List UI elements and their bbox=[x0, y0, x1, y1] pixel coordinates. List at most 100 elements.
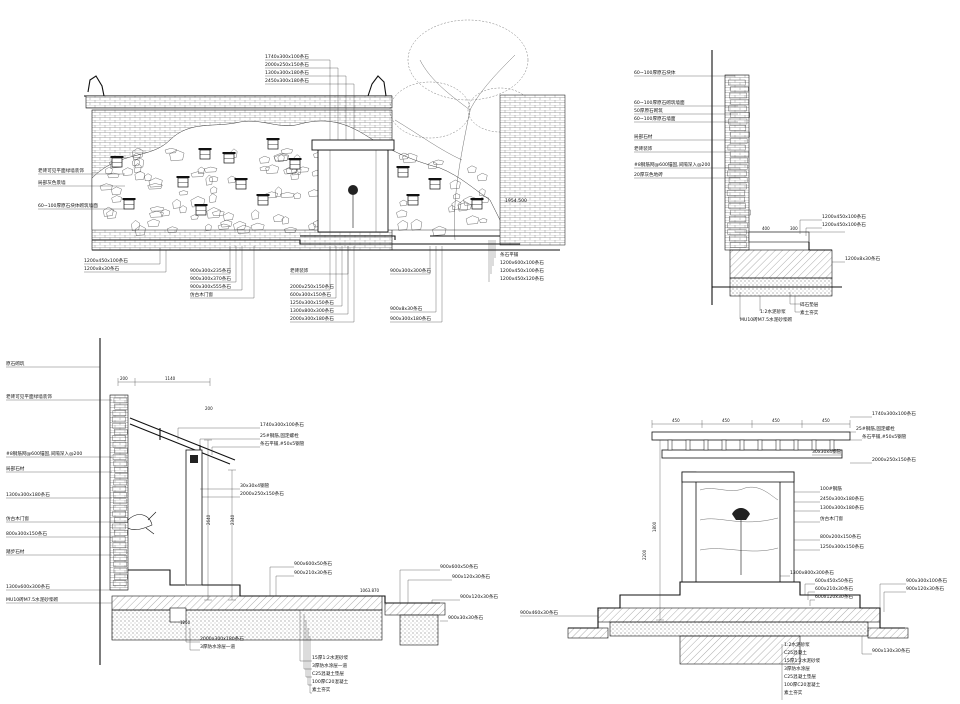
section-d-canopy-beam bbox=[661, 449, 843, 459]
sc-rb-4: 900x120x30条石 bbox=[452, 573, 490, 580]
sc-rb-2: 900x210x30条石 bbox=[294, 569, 332, 576]
sb-label-5: 局部石材 bbox=[634, 133, 653, 140]
elev-label-right-3: 1200x450x100条石 bbox=[500, 267, 544, 274]
elev-label-bottom: 900x8x30条石 bbox=[390, 305, 423, 312]
sd-rl-2: 600x450x50条石 bbox=[815, 577, 853, 584]
sb-label-2: 60~100厚原石砌筑墙面 bbox=[634, 99, 685, 106]
sc-b-4: 3厚防水涂层一道 bbox=[312, 662, 347, 669]
elev-label-top-4: 2450x300x180条石 bbox=[265, 77, 309, 84]
window-icon bbox=[176, 176, 190, 188]
window-icon bbox=[396, 166, 410, 178]
elev-label-bottom: 900x300x555条石 bbox=[190, 283, 231, 290]
section-d-drawing bbox=[567, 420, 909, 665]
elev-label-left-3: 60~100厚原石块体砌筑墙面 bbox=[38, 202, 98, 209]
dimension-text: 200 bbox=[205, 406, 213, 411]
tree-icon bbox=[389, 19, 533, 241]
elev-label-bottom: 900x300x180条石 bbox=[390, 315, 431, 322]
sc-rb-3: 900x600x50条石 bbox=[440, 563, 478, 570]
sc-rb-6: 900x30x30条石 bbox=[448, 614, 483, 621]
sd-rm-3: 1300x300x180条石 bbox=[820, 504, 864, 511]
sb-label-7: #8钢筋网@600锚固,间隔深入@200 bbox=[634, 161, 710, 168]
gate-lintel bbox=[311, 139, 395, 151]
elev-label-top-1: 1740x300x100条石 bbox=[265, 53, 309, 60]
sc-left-1: 原石砌筑 bbox=[6, 360, 25, 367]
section-d-base bbox=[609, 621, 869, 637]
elev-label-bottom: 600x300x150条石 bbox=[290, 291, 331, 298]
sd-rl-7: 900x130x30条石 bbox=[872, 647, 910, 654]
sd-rt-4: 30x30x4钢管 bbox=[812, 448, 842, 455]
dimension-text: 450 bbox=[672, 418, 680, 423]
sc-rt-2: 25#钢筋,固定螺栓 bbox=[260, 432, 299, 439]
rafter bbox=[775, 439, 781, 451]
section-d-edge-left bbox=[567, 627, 609, 639]
fish-ornament-icon bbox=[127, 511, 157, 535]
dimension-text: 450 bbox=[822, 418, 830, 423]
sc-rt-5: 2000x250x150条石 bbox=[240, 490, 284, 497]
section-c-lantern bbox=[190, 455, 198, 463]
window-icon bbox=[110, 156, 124, 168]
rafter bbox=[793, 439, 799, 451]
sd-rl-5: 900x300x100条石 bbox=[906, 577, 947, 584]
section-c-edge-base bbox=[399, 614, 439, 646]
section-c-step-block bbox=[169, 607, 187, 623]
sd-rm-2: 2450x300x180条石 bbox=[820, 495, 864, 502]
dimension-text: 2200 bbox=[642, 549, 647, 560]
rockery-stones bbox=[99, 147, 490, 236]
sd-b-6: 100厚C20混凝土 bbox=[784, 681, 821, 688]
sd-b-1: 1:2水泥砂浆 bbox=[784, 641, 810, 648]
sb-bottom-2: MU10砖M7.5水泥砂浆砌 bbox=[740, 316, 792, 323]
svg-text:400: 400 bbox=[762, 226, 770, 231]
section-c-post bbox=[185, 449, 203, 586]
dimension-text: 1063.870 bbox=[360, 588, 380, 593]
lantern-icon bbox=[348, 185, 358, 228]
sb-label-4: 60~100厚原石墙面 bbox=[634, 115, 676, 122]
section-d-canopy-top bbox=[651, 431, 851, 441]
rafter bbox=[685, 439, 691, 451]
sc-rb-1: 900x600x50条石 bbox=[294, 560, 332, 567]
sb-bottom-1: 1:2水泥砂浆 bbox=[760, 308, 786, 315]
elev-label-left-1: 老砖可见平面绿墙装饰 bbox=[38, 167, 84, 174]
ground-steps bbox=[92, 235, 560, 251]
sc-left-9: 1300x600x300条石 bbox=[6, 583, 50, 590]
rafter bbox=[757, 439, 763, 451]
elev-dim-right: 1954.500 bbox=[505, 198, 527, 204]
rafter bbox=[829, 439, 835, 451]
sd-rl-1: 1300x800x300条石 bbox=[790, 569, 834, 576]
sc-b-6: 100厚C20混凝土 bbox=[312, 678, 349, 685]
sd-rl-6: 900x120x30条石 bbox=[906, 585, 944, 592]
elev-label-left-2: 局部灰色景墙 bbox=[38, 179, 66, 186]
dimension-text: 2340 bbox=[230, 514, 235, 525]
sc-rb-5: 900x120x30条石 bbox=[460, 593, 498, 600]
elev-label-right-2: 1200x600x100条石 bbox=[500, 259, 544, 266]
sb-right-2: 1200x450x100条石 bbox=[822, 221, 866, 228]
sd-rm-5: 800x200x150条石 bbox=[820, 533, 861, 540]
section-c-edge-slab bbox=[384, 602, 446, 616]
sc-rt-3: 条石平铺,#50x5钢管 bbox=[260, 440, 305, 447]
window-icon bbox=[288, 158, 302, 170]
back-wall bbox=[499, 94, 566, 246]
sb-bottom-4: 素土夯实 bbox=[800, 309, 819, 316]
elev-label-bottom: 老砖装饰 bbox=[290, 267, 309, 274]
elev-label-right-1: 条石平铺 bbox=[500, 251, 519, 258]
sc-b-5: C25混凝土垫层 bbox=[312, 670, 344, 677]
elev-label-bl-1: 1200x450x100条石 bbox=[84, 257, 128, 264]
sd-rt-5: 2000x250x150条石 bbox=[872, 456, 916, 463]
elev-label-bottom: 900x300x235条石 bbox=[190, 267, 231, 274]
section-c-drawing bbox=[99, 338, 446, 665]
sc-b-7: 素土夯实 bbox=[312, 686, 331, 693]
dimension-text: 2640 bbox=[206, 514, 211, 525]
rafter bbox=[703, 439, 709, 451]
elev-label-bottom: 900x300x370条石 bbox=[190, 275, 231, 282]
sc-b-3: 15厚1:2水泥砂浆 bbox=[312, 654, 349, 661]
roof-ridge bbox=[84, 75, 392, 97]
section-b-wall bbox=[724, 74, 750, 251]
sc-left-2: 老砖可见平面绿墙装饰 bbox=[6, 393, 52, 400]
elev-label-bottom: 仿古木门窗 bbox=[190, 291, 213, 298]
window-icon bbox=[234, 178, 248, 190]
dimension-text: 200 bbox=[120, 376, 128, 381]
roof-tiles bbox=[85, 95, 393, 109]
sb-label-8: 20厚灰色地砖 bbox=[634, 171, 663, 178]
sc-left-4: 局部石材 bbox=[6, 465, 25, 472]
window-set bbox=[110, 138, 484, 216]
sd-rm-4: 仿古木门窗 bbox=[820, 515, 843, 522]
